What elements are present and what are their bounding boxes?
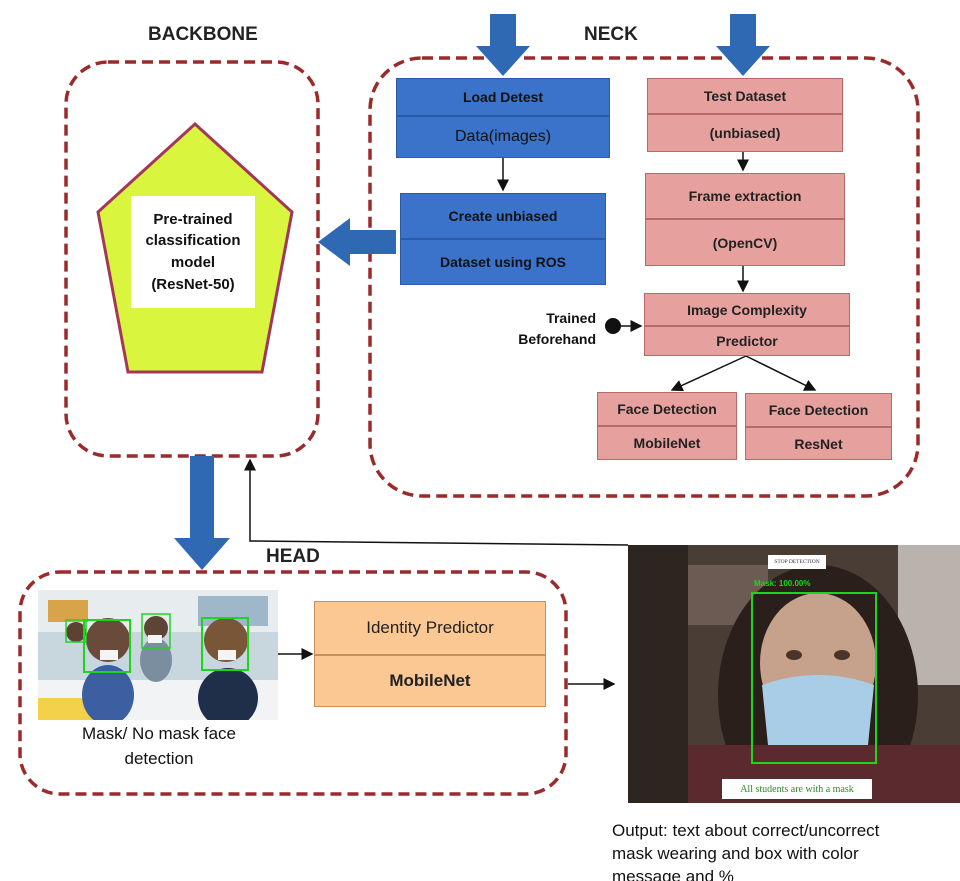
frame-extraction-box: Frame extraction	[645, 173, 845, 219]
output-caption-line-2: mask wearing and box with color	[612, 843, 859, 863]
classroom-photo	[38, 590, 278, 720]
backbone-title: BACKBONE	[148, 24, 258, 45]
head-title: HEAD	[266, 546, 320, 567]
model-line-3: model	[170, 254, 216, 271]
trained-line-1: Trained	[546, 310, 596, 326]
load-dataset-box: Load Detest	[396, 78, 610, 116]
output-webcam-image: STOP DETECTION Mask: 100.00% All student…	[628, 545, 960, 803]
trained-line-2: Beforehand	[518, 331, 596, 347]
trained-beforehand-label: Trained Beforehand	[496, 308, 596, 350]
identity-mobilenet-box: MobileNet	[314, 655, 546, 707]
face-detection-mobilenet-box: Face Detection	[597, 392, 737, 426]
model-line-1: Pre-trained	[153, 210, 233, 228]
neck-container	[368, 56, 920, 498]
neck-title: NECK	[584, 24, 638, 45]
all-students-masked-banner: All students are with a mask	[722, 779, 872, 799]
test-dataset-box: Test Dataset	[647, 78, 843, 114]
dataset-ros-box: Dataset using ROS	[400, 239, 606, 285]
face-box-1	[83, 619, 131, 673]
face-detection-resnet-box: Face Detection	[745, 393, 892, 427]
mask-detection-caption: Mask/ No mask face detection	[28, 722, 290, 771]
stop-detection-button[interactable]: STOP DETECTION	[768, 555, 826, 569]
output-face-box	[751, 592, 877, 764]
output-caption: Output: text about correct/uncorrect mas…	[612, 820, 952, 881]
output-caption-line-3: message and %	[612, 866, 734, 881]
backbone-to-head-arrow	[174, 456, 230, 570]
unbiased-box: (unbiased)	[647, 114, 843, 152]
pretrained-model-label: Pre-trained classification model (ResNet…	[131, 196, 255, 308]
complexity-to-resnet-arrow	[745, 355, 817, 391]
identity-predictor-box: Identity Predictor	[314, 601, 546, 655]
output-caption-line-1: Output: text about correct/uncorrect	[612, 821, 880, 840]
mask-caption-line-1: Mask/ No mask face	[82, 724, 236, 743]
classroom-scene	[38, 590, 278, 720]
input-arrow-left	[476, 14, 530, 76]
face-box-3	[201, 617, 249, 671]
mask-caption-line-2: detection	[124, 748, 194, 768]
resnet-box: ResNet	[745, 427, 892, 460]
face-box-2	[141, 613, 171, 649]
data-images-box: Data(images)	[396, 116, 610, 158]
opencv-box: (OpenCV)	[645, 219, 845, 266]
face-box-4	[65, 619, 87, 643]
input-arrow-right	[716, 14, 770, 76]
head-container	[18, 570, 568, 796]
image-complexity-box: Image Complexity	[644, 293, 850, 326]
mobilenet-box: MobileNet	[597, 426, 737, 460]
webcam-scene	[628, 545, 960, 803]
model-line-2: classification	[145, 232, 241, 250]
dataset-to-backbone-arrow	[318, 218, 396, 266]
complexity-to-mobilenet-arrow	[670, 355, 747, 392]
model-line-4: (ResNet-50)	[151, 275, 235, 293]
mask-percentage-label: Mask: 100.00%	[754, 579, 811, 588]
predictor-box: Predictor	[644, 326, 850, 356]
create-unbiased-box: Create unbiased	[400, 193, 606, 239]
feedback-line	[244, 458, 629, 546]
trained-dot	[605, 318, 621, 334]
